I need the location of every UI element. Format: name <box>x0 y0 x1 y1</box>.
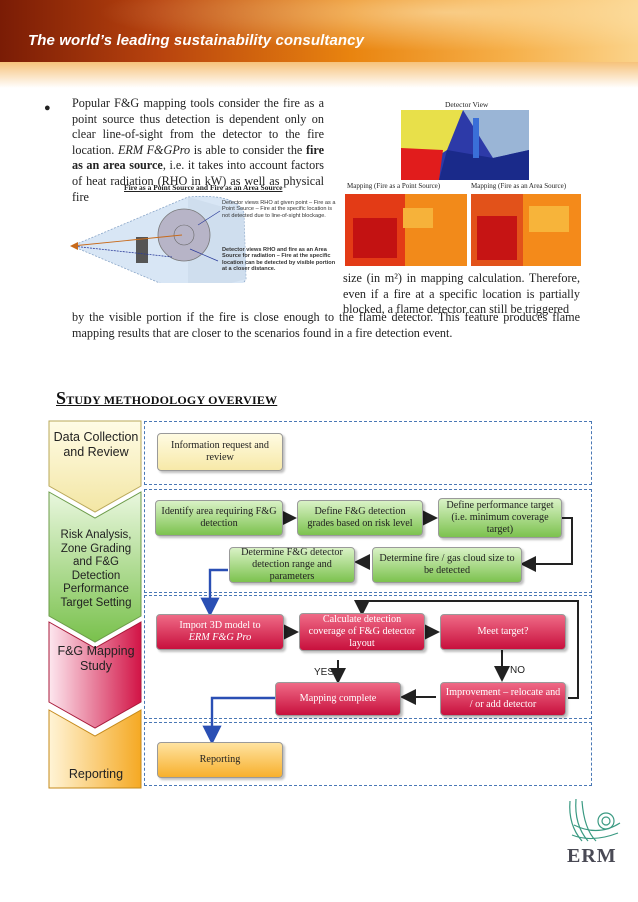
box-meet-target: Meet target? <box>440 614 566 650</box>
stage-risk-analysis: Risk Analysis, Zone Grading and F&G Dete… <box>60 529 132 609</box>
box-info-request: Information request and review <box>157 433 283 471</box>
intro-text-prefix: Popular F&G mapping tools consider the f… <box>72 96 324 157</box>
bullet-point: ● <box>44 102 51 114</box>
figure-detector-mapping: Detector View Mapping (Fire as a Point S… <box>343 98 583 268</box>
intro-paragraph-bottom: by the visible portion if the fire is cl… <box>72 310 580 340</box>
intro-paragraph-top: Popular F&G mapping tools consider the f… <box>72 96 324 205</box>
import-model-text: Import 3D model to <box>179 620 261 631</box>
intro-text-mid: is able to consider the <box>190 142 306 157</box>
lane-reporting <box>144 722 592 786</box>
box-identify-area: Identify area requiring F&G detection <box>155 500 283 536</box>
intro-product-name: ERM F&GPro <box>117 142 191 157</box>
erm-logo-icon <box>569 798 621 842</box>
label-yes: YES <box>314 667 335 678</box>
box-improvement: Improvement – relocate and / or add dete… <box>440 682 566 716</box>
box-define-target: Define performance target (i.e. minimum … <box>438 498 562 538</box>
box-mapping-complete: Mapping complete <box>275 682 401 716</box>
intro-paragraph-right: size (in m²) in mapping calculation. The… <box>343 271 580 317</box>
box-determine-range: Determine F&G detector detection range a… <box>229 547 355 583</box>
box-calculate: Calculate detection coverage of F&G dete… <box>299 613 425 651</box>
section-title: STUDY METHODOLOGY OVERVIEW <box>56 388 277 409</box>
intro-bold-phrase: fire as an area source <box>72 142 324 173</box>
stage-mapping-study: F&G Mapping Study <box>57 644 135 673</box>
section-title-cap: S <box>56 388 67 408</box>
box-determine-fire: Determine fire / gas cloud size to be de… <box>372 547 522 583</box>
stage-data-collection: Data Collection and Review <box>53 430 139 459</box>
box-define-grades: Define F&G detection grades based on ris… <box>297 500 423 536</box>
detector-view-label: Detector View <box>445 100 489 109</box>
stage-chevrons <box>48 420 142 789</box>
import-model-product: ERM F&G Pro <box>188 632 252 643</box>
section-title-rest: TUDY METHODOLOGY OVERVIEW <box>66 393 278 407</box>
figure-point-vs-area-source: Fire as a Point Source and Fire as an Ar… <box>68 183 340 283</box>
label-no: NO <box>510 665 525 676</box>
stage-reporting: Reporting <box>68 767 124 781</box>
erm-logo-text: ERM <box>567 845 617 867</box>
figure-left-note-area: Detector views RHO and fire as an Area S… <box>222 247 336 273</box>
mapping-images <box>345 110 581 266</box>
lane-mapping-study <box>144 595 592 719</box>
banner-fade <box>0 62 638 88</box>
figure-left-note-point: Detector views RHO at given point – Fire… <box>222 200 336 219</box>
box-reporting: Reporting <box>157 742 283 778</box>
map-area-label: Mapping (Fire as an Area Source) <box>471 182 567 190</box>
figure-left-title: Fire as a Point Source and Fire as an Ar… <box>124 183 283 192</box>
banner-glow <box>0 0 638 62</box>
lane-risk-analysis <box>144 489 592 593</box>
intro-text-after: , i.e. it takes into account factors of … <box>72 158 324 204</box>
box-import-model: Import 3D model to ERM F&G Pro <box>156 614 284 650</box>
lane-data-collection <box>144 421 592 485</box>
map-point-label: Mapping (Fire as a Point Source) <box>347 182 441 190</box>
header-title: The world’s leading sustainability consu… <box>28 32 365 49</box>
fire-source-diagram <box>70 196 247 283</box>
